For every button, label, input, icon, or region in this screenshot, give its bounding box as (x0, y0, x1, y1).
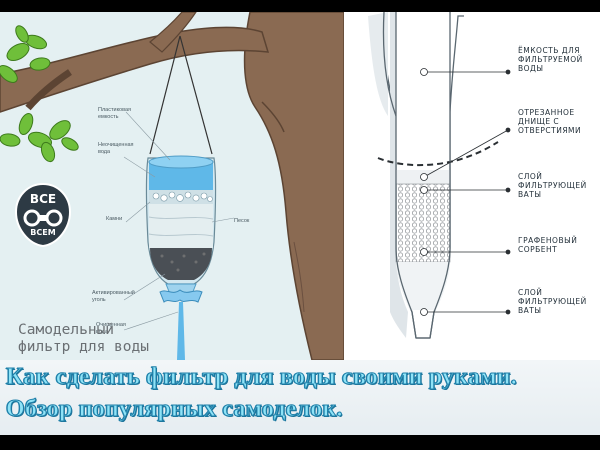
label-filter-cotton-top: СЛОЙ ФИЛЬТРУЮЩЕЙ ВАТЫ (518, 172, 587, 199)
caption-line-1: Самодельный (18, 322, 115, 338)
label-plastic-container: Пластиковая емкость (98, 107, 131, 120)
title-line-2: Обзор популярных самоделок. (6, 396, 344, 423)
logo: ВСЕ ВСЕМ (14, 182, 72, 248)
label-clean-water: Очищенная вода (96, 322, 126, 335)
clean-water-stream (177, 302, 185, 360)
label-dirty-water: Неочищенная вода (98, 142, 134, 155)
tree-trunk (243, 12, 344, 360)
title-line-1: Как сделать фильтр для воды своими рукам… (6, 364, 518, 391)
left-illustration-panel: Пластиковая емкость Неочищенная вода Кам… (0, 12, 344, 360)
label-stones: Камни (106, 216, 123, 222)
tree-bottle-illustration (0, 12, 344, 360)
title-band: Как сделать фильтр для воды своими рукам… (0, 360, 600, 435)
cut-bottom-dashed (377, 141, 499, 167)
logo-text-bottom: ВСЕМ (30, 228, 56, 237)
logo-text-top: ВСЕ (29, 192, 57, 206)
label-filter-cotton-bottom: СЛОЙ ФИЛЬТРУЮЩЕЙ ВАТЫ (518, 288, 587, 315)
label-graphene-sorbent: ГРАФЕНОВЫЙ СОРБЕНТ (518, 236, 578, 254)
label-cut-bottom-holes: ОТРЕЗАННОЕ ДНИЩЕ С ОТВЕРСТИЯМИ (518, 108, 582, 135)
label-activated-carbon: Активированный уголь (92, 290, 135, 303)
tree-branch (0, 26, 270, 113)
right-diagram-panel: ЁМКОСТЬ ДЛЯ ФИЛЬТРУЕМОЙ ВОДЫ ОТРЕЗАННОЕ … (348, 12, 600, 360)
panel-divider (344, 12, 348, 360)
label-sand: Песок (234, 218, 250, 224)
caption-line-2: фильтр для воды (18, 339, 149, 355)
bottle-cross-section (368, 12, 511, 339)
hanging-rope (149, 35, 213, 155)
bottle (145, 155, 217, 360)
logo-badge (14, 182, 72, 248)
leaves (0, 25, 79, 163)
label-container-filtered-water: ЁМКОСТЬ ДЛЯ ФИЛЬТРУЕМОЙ ВОДЫ (518, 46, 583, 73)
